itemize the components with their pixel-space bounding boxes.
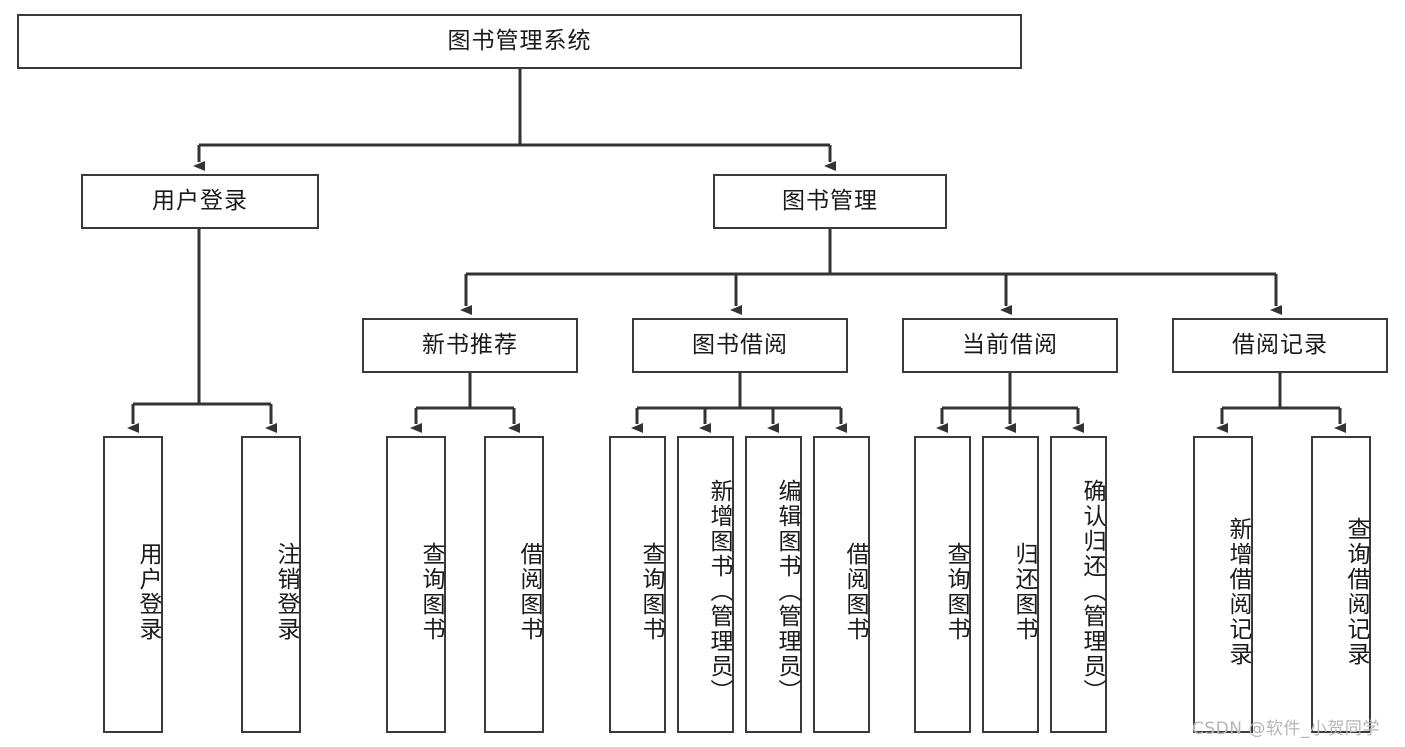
- leaf-add-book-admin[interactable]: 新增图书（管理员）: [677, 436, 734, 733]
- node-borrow-record[interactable]: 借阅记录: [1172, 318, 1388, 373]
- node-book-borrow[interactable]: 图书借阅: [632, 318, 848, 373]
- leaf-borrow-book-under-borrow[interactable]: 借阅图书: [813, 436, 870, 733]
- node-root[interactable]: 图书管理系统: [17, 14, 1022, 69]
- leaf-query-book-under-current[interactable]: 查询图书: [914, 436, 971, 733]
- leaf-user-login[interactable]: 用户登录: [103, 436, 163, 733]
- node-new-book-recommend[interactable]: 新书推荐: [362, 318, 578, 373]
- node-current-borrow[interactable]: 当前借阅: [902, 318, 1118, 373]
- leaf-confirm-return-admin[interactable]: 确认归还（管理员）: [1050, 436, 1107, 733]
- leaf-borrow-book-under-recommend[interactable]: 借阅图书: [484, 436, 544, 733]
- node-user-login[interactable]: 用户登录: [81, 174, 319, 229]
- leaf-logout[interactable]: 注销登录: [241, 436, 301, 733]
- leaf-add-borrow-record[interactable]: 新增借阅记录: [1193, 436, 1253, 733]
- leaf-edit-book-admin[interactable]: 编辑图书（管理员）: [745, 436, 802, 733]
- leaf-query-borrow-record[interactable]: 查询借阅记录: [1311, 436, 1371, 733]
- node-book-manage[interactable]: 图书管理: [713, 174, 947, 229]
- leaf-return-book[interactable]: 归还图书: [982, 436, 1039, 733]
- leaf-query-book-under-recommend[interactable]: 查询图书: [386, 436, 446, 733]
- csdn-watermark: CSDN @软件_小贺同学: [1192, 719, 1380, 739]
- leaf-query-book-under-borrow[interactable]: 查询图书: [609, 436, 666, 733]
